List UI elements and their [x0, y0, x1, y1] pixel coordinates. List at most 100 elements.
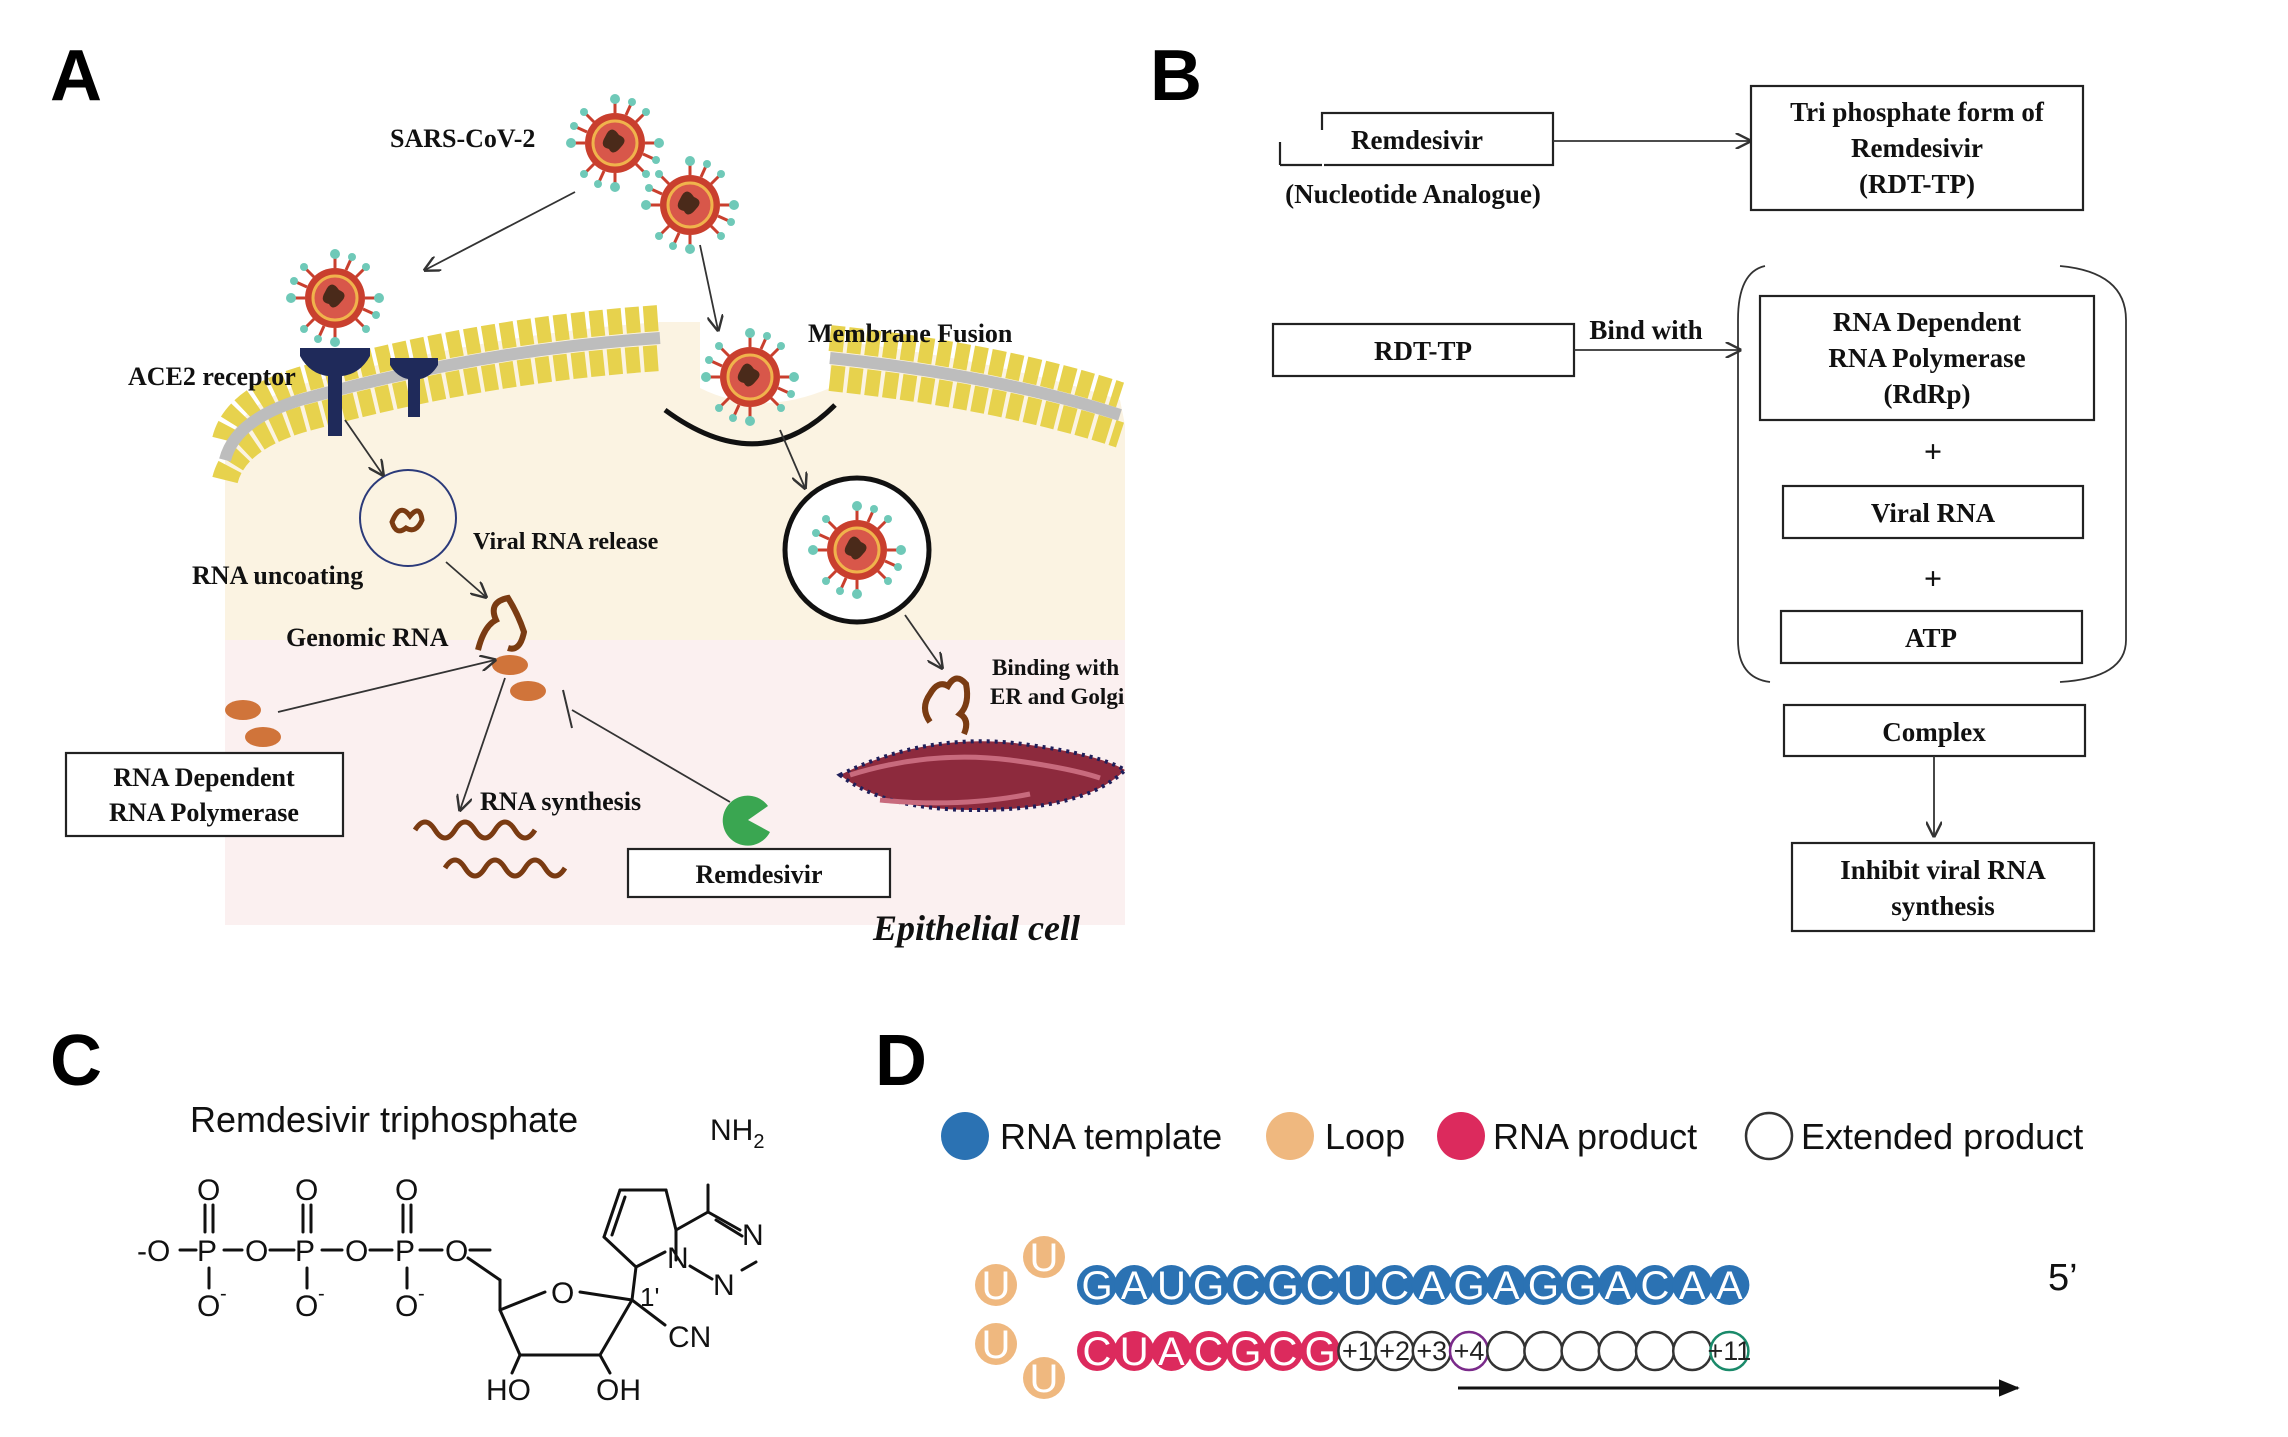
atom-o-bridge-3: O — [445, 1235, 468, 1268]
template-nucleotide-label: C — [1306, 1264, 1335, 1308]
epithelial-cell-label: Epithelial cell — [872, 908, 1080, 948]
extended-nucleotide: +1 — [1337, 1330, 1378, 1372]
product-nucleotide-circle — [1225, 1331, 1266, 1371]
template-nucleotide: A — [1486, 1264, 1527, 1308]
template-nucleotide: U — [1151, 1264, 1192, 1308]
panel-b: B Remdesivir (Nucleotide Analogue) Tri p… — [1150, 36, 2127, 933]
extended-nucleotide-circle — [1671, 1330, 1713, 1372]
template-nucleotide-label: G — [1081, 1264, 1112, 1308]
legend-label-extended: Extended product — [1801, 1116, 2083, 1157]
loop-nucleotide: U — [975, 1264, 1017, 1308]
atom-n-3: N — [742, 1219, 764, 1252]
plus-sign-1: + — [1924, 433, 1942, 469]
template-nucleotide-label: G — [1565, 1264, 1596, 1308]
genomic-rna — [475, 594, 528, 652]
product-nucleotide-circle — [1151, 1331, 1192, 1371]
atom-o-top-3: O — [395, 1174, 418, 1207]
legend-label-template: RNA template — [1000, 1116, 1222, 1157]
template-nucleotide-label: C — [1231, 1264, 1260, 1308]
complex-label: Complex — [1882, 717, 1986, 747]
legend-swatch-loop — [1266, 1112, 1314, 1160]
tp-label-3: (RDT-TP) — [1859, 169, 1975, 199]
tp-label-1: Tri phosphate form of — [1790, 97, 2045, 127]
remdesivir-box-a — [626, 847, 892, 899]
template-nucleotide: G — [1263, 1264, 1303, 1308]
atp-box — [1779, 609, 2084, 665]
rna-er — [922, 675, 971, 736]
legend-swatch-template — [941, 1112, 989, 1160]
nucleotide-analogue-label: (Nucleotide Analogue) — [1285, 179, 1541, 209]
membrane-fusion-label: Membrane Fusion — [808, 319, 1013, 348]
extended-nucleotide — [1523, 1330, 1564, 1372]
template-nucleotide: C — [1635, 1264, 1675, 1308]
extended-nucleotide — [1634, 1330, 1676, 1372]
rdrp-box — [64, 751, 345, 838]
extended-nucleotide-label: +11 — [1708, 1336, 1752, 1366]
bracket-left — [1737, 265, 1771, 683]
atom-cn: CN — [668, 1321, 711, 1354]
inhibit-label-1: Inhibit viral RNA — [1840, 855, 2046, 885]
loop-nucleotide-label: U — [982, 1264, 1011, 1308]
template-nucleotide: A — [1709, 1264, 1750, 1308]
template-nucleotide-label: A — [1121, 1264, 1148, 1308]
remdesivir-icon — [722, 795, 770, 846]
template-nucleotide-label: C — [1380, 1264, 1409, 1308]
product-nucleotide: C — [1188, 1330, 1229, 1374]
extended-nucleotide: +11 — [1708, 1330, 1752, 1372]
tp-box — [1749, 84, 2085, 212]
atom-p-1: P — [197, 1235, 217, 1268]
binding-er-label-2: ER and Golgi — [990, 684, 1125, 709]
template-nucleotide-circle — [1523, 1265, 1564, 1305]
product-nucleotide: G — [1300, 1330, 1341, 1374]
atp-label: ATP — [1905, 623, 1957, 653]
er-golgi-icon — [836, 739, 1129, 813]
remdesivir-label-b: Remdesivir — [1351, 125, 1483, 155]
template-nucleotide-label: C — [1641, 1264, 1670, 1308]
extended-nucleotide-circle — [1597, 1330, 1639, 1372]
template-nucleotide: A — [1114, 1264, 1155, 1308]
loop-nucleotide-circle — [1023, 1236, 1065, 1278]
rdt-tp-label: RDT-TP — [1374, 336, 1472, 366]
rdrp-b-label-3: (RdRp) — [1883, 379, 1970, 409]
panel-d: D RNA template Loop RNA product Extended… — [875, 1021, 2083, 1401]
extended-nucleotide-circle — [1485, 1330, 1527, 1372]
charge-2: - — [318, 1283, 325, 1305]
atom-p-2: P — [295, 1235, 315, 1268]
loop-nucleotide: U — [975, 1323, 1017, 1367]
template-nucleotide-circle — [1635, 1265, 1675, 1305]
loop-nucleotide-circle — [1023, 1357, 1065, 1399]
loop-nucleotide: U — [1023, 1357, 1065, 1401]
template-nucleotide: A — [1672, 1264, 1713, 1308]
atom-n-1: N — [667, 1242, 689, 1275]
template-nucleotide-circle — [1560, 1265, 1601, 1305]
template-nucleotide: G — [1188, 1264, 1229, 1308]
product-nucleotide-label: U — [1120, 1330, 1149, 1374]
atom-o-ring: O — [551, 1277, 574, 1310]
product-nucleotide-label: C — [1269, 1330, 1298, 1374]
template-nucleotide: C — [1225, 1264, 1266, 1308]
endosome — [782, 475, 932, 625]
template-nucleotide-circle — [1077, 1265, 1117, 1305]
template-nucleotide-circle — [1263, 1265, 1303, 1305]
extended-nucleotide: +4 — [1448, 1330, 1490, 1372]
panel-c-letter: C — [50, 1021, 102, 1101]
template-nucleotide-circle — [1337, 1265, 1378, 1305]
structure-bonds — [178, 1183, 758, 1375]
template-nucleotide: G — [1449, 1264, 1489, 1308]
template-nucleotide-label: G — [1453, 1264, 1484, 1308]
template-nucleotide-label: A — [1604, 1264, 1631, 1308]
virus-label: SARS-CoV-2 — [390, 124, 535, 153]
template-nucleotide: A — [1597, 1264, 1638, 1308]
product-nucleotide-label: G — [1305, 1330, 1336, 1374]
product-nucleotide: U — [1114, 1330, 1155, 1374]
product-nucleotide-circle — [1188, 1331, 1229, 1371]
bind-with-label: Bind with — [1589, 315, 1702, 345]
viral-rna-label: Viral RNA — [1871, 498, 1996, 528]
atom-o-bottom-1: O — [197, 1290, 220, 1323]
product-nucleotide: C — [1077, 1330, 1117, 1374]
extended-nucleotide-label: +3 — [1416, 1336, 1447, 1366]
template-nucleotide: G — [1523, 1264, 1564, 1308]
extended-nucleotide-circle — [1560, 1330, 1601, 1372]
